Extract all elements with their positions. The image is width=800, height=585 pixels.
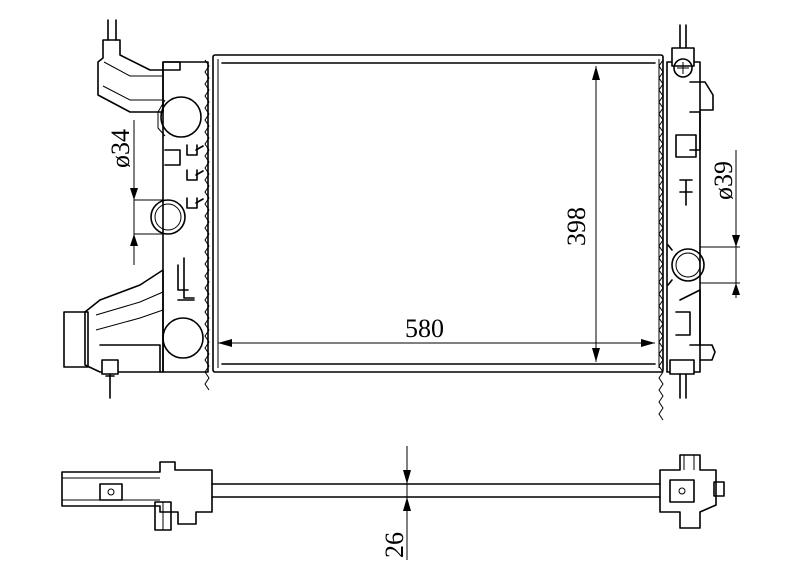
dimension-inlet-diameter: ø34 [106, 120, 168, 265]
dimension-core-width: 580 [218, 314, 655, 347]
left-tank [63, 19, 210, 399]
outlet-diameter-label: ø39 [709, 161, 738, 200]
radiator-front-view [63, 19, 716, 421]
core-width-label: 580 [405, 314, 444, 343]
inlet-diameter-label: ø34 [106, 129, 135, 168]
dimension-outlet-diameter: ø39 [700, 150, 740, 298]
core-thickness-label: 26 [380, 532, 409, 558]
core-height-label: 398 [562, 207, 591, 246]
radiator-core [212, 54, 664, 373]
right-tank [658, 24, 716, 421]
dimension-core-height: 398 [562, 66, 600, 362]
dimension-core-thickness: 26 [380, 446, 411, 560]
radiator-top-view [61, 454, 725, 531]
